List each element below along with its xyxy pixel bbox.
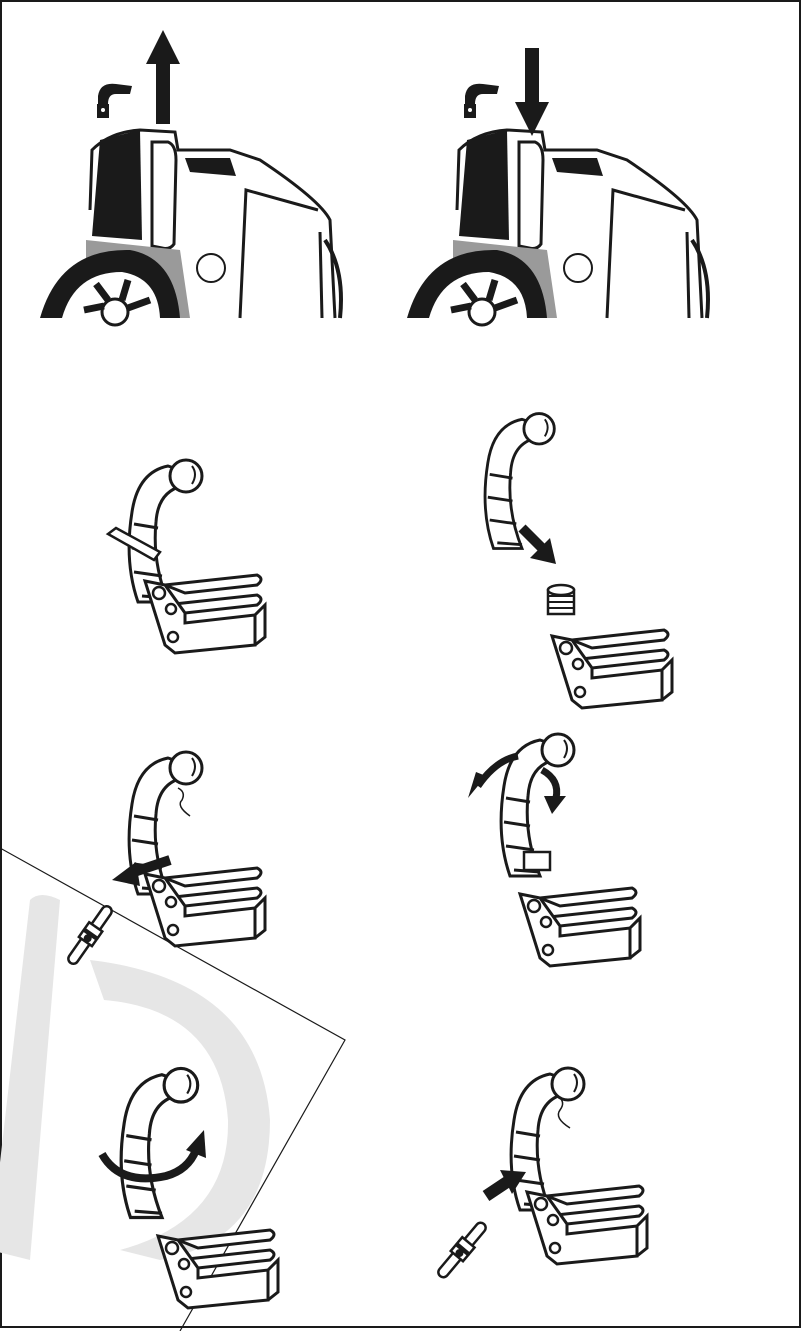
locking-pin bbox=[64, 903, 116, 968]
tow-arm bbox=[485, 414, 554, 549]
arrow-down-icon bbox=[515, 48, 549, 136]
receiver-bracket bbox=[145, 575, 265, 653]
vehicle-rear-illustration bbox=[40, 84, 341, 325]
panel-remove-pin bbox=[64, 752, 265, 967]
threaded-stud bbox=[548, 585, 574, 614]
arrow-up-icon bbox=[146, 30, 180, 124]
locking-pin bbox=[434, 1219, 490, 1281]
receiver-bracket bbox=[158, 1230, 278, 1308]
panel-insert-pin bbox=[434, 1068, 647, 1281]
arrow-down-right-icon bbox=[522, 528, 556, 564]
panel-arm-detached bbox=[485, 414, 672, 708]
panel-rotate-onto-thread bbox=[468, 734, 640, 966]
tow-arm bbox=[511, 1068, 584, 1210]
tow-arm bbox=[121, 1068, 198, 1217]
rotate-arrow-icon bbox=[102, 1130, 206, 1178]
vehicle-rear-illustration bbox=[407, 84, 708, 325]
panel-arm-mounted bbox=[108, 460, 265, 653]
receiver-bracket bbox=[552, 630, 672, 708]
receiver-bracket bbox=[527, 1186, 647, 1264]
receiver-bracket bbox=[520, 888, 640, 966]
receiver-bracket bbox=[145, 868, 265, 946]
threaded-stud bbox=[524, 852, 550, 870]
panel-vehicle-lift bbox=[40, 30, 341, 325]
panel-vehicle-lower bbox=[407, 48, 708, 325]
